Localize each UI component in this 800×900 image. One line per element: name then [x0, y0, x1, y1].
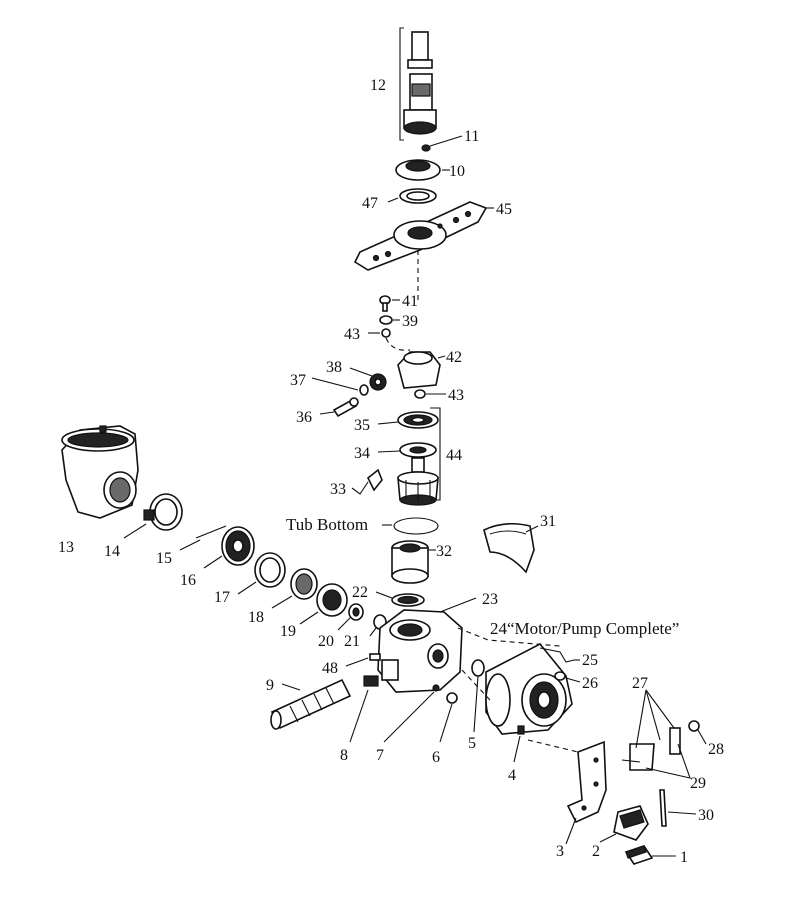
part-30-pin [659, 789, 697, 827]
part-45-spray-arm [353, 201, 494, 271]
callout-33: 33 [330, 481, 346, 498]
callout-43-lower: 43 [448, 387, 464, 404]
part-26-grommet [554, 671, 581, 683]
callout-17: 17 [214, 589, 230, 606]
callout-4: 4 [508, 767, 516, 784]
part-47-ring [387, 188, 437, 204]
part-20-nut [337, 603, 364, 631]
part-22-ring [375, 591, 425, 607]
tub-bottom-gasket [382, 517, 439, 535]
part-42-housing [397, 351, 446, 389]
part-19-impeller [299, 583, 348, 625]
callout-29: 29 [690, 775, 706, 792]
parts-41-39-43-stack [368, 295, 411, 351]
callout-18: 18 [248, 609, 264, 626]
callout-22: 22 [352, 584, 368, 601]
part-16-impeller-wheel [203, 526, 255, 569]
callout-15: 15 [156, 550, 172, 567]
callout-1: 1 [680, 849, 688, 866]
callout-7: 7 [376, 747, 384, 764]
part-12-tube-assembly [399, 27, 437, 141]
part-2-cover [599, 805, 649, 843]
part-28-nut [688, 720, 707, 745]
callout-24: 24 [490, 619, 508, 638]
part-14-clamp-ring [123, 493, 183, 539]
part-10-cap [395, 159, 450, 181]
callout-48: 48 [322, 660, 338, 677]
callout-44: 44 [446, 447, 462, 464]
callout-31: 31 [540, 513, 556, 530]
part-32-seal [391, 540, 436, 584]
callout-14: 14 [104, 543, 120, 560]
callout-43-upper: 43 [344, 326, 360, 343]
callout-19: 19 [280, 623, 296, 640]
callout-38: 38 [326, 359, 342, 376]
callout-9: 9 [266, 677, 274, 694]
part-25-wire-clip [539, 647, 580, 663]
motor-pump-complete-label: “Motor/Pump Complete” [507, 619, 679, 638]
callout-42: 42 [446, 349, 462, 366]
part-11-screw [421, 135, 463, 152]
callout-25: 25 [582, 652, 598, 669]
tub-bottom-label: Tub Bottom [286, 515, 368, 534]
part-36-bolt [319, 397, 359, 418]
callout-20: 20 [318, 633, 334, 650]
part-5-washer [471, 659, 485, 733]
callout-39: 39 [402, 313, 418, 330]
callout-30: 30 [698, 807, 714, 824]
callout-8: 8 [340, 747, 348, 764]
callout-23: 23 [482, 591, 498, 608]
part-48-screw [345, 653, 381, 667]
part-31-duct [483, 522, 539, 574]
callout-16: 16 [180, 572, 196, 589]
part-43-small-nut [414, 389, 446, 399]
callout-37: 37 [290, 372, 306, 389]
callout-3: 3 [556, 843, 564, 860]
callout-26: 26 [582, 675, 598, 692]
part-9-drain-hose [270, 678, 352, 730]
part-33-clip [351, 468, 383, 495]
callout-32: 32 [436, 543, 452, 560]
part-37-washer [311, 377, 369, 396]
part-4-screw [513, 725, 525, 763]
part-6-nut [439, 692, 458, 743]
callout-6: 6 [432, 749, 440, 766]
part-34-disc [377, 442, 437, 458]
callout-24-label: 24“Motor/Pump Complete” [490, 619, 679, 638]
part-8-spring [349, 675, 379, 743]
callout-35: 35 [354, 417, 370, 434]
part-27-bracket [621, 689, 675, 771]
part-3-mount-bracket [527, 739, 607, 845]
callout-47: 47 [362, 195, 378, 212]
callout-34: 34 [354, 445, 370, 462]
callout-36: 36 [296, 409, 312, 426]
callout-12: 12 [370, 77, 386, 94]
callout-10: 10 [449, 163, 465, 180]
callout-27: 27 [632, 675, 648, 692]
part-38-gear [349, 367, 387, 391]
part-1-block [624, 845, 676, 865]
part-18-ring [271, 568, 318, 609]
callout-41: 41 [402, 293, 418, 310]
part-35-bearing [377, 411, 439, 429]
part-17-ring [237, 552, 286, 595]
callout-13: 13 [58, 539, 74, 556]
callout-28: 28 [708, 741, 724, 758]
part-15-pin [179, 525, 227, 551]
part-23-pump-body [377, 597, 477, 693]
part-13-sump-housing [61, 425, 139, 519]
callout-45: 45 [496, 201, 512, 218]
callout-2: 2 [592, 843, 600, 860]
callout-11: 11 [464, 128, 479, 145]
part-29-spring-clips [645, 727, 691, 779]
part-44-filter-assembly [397, 407, 441, 506]
callout-21: 21 [344, 633, 360, 650]
callout-5: 5 [468, 735, 476, 752]
part-7-fastener [383, 684, 440, 743]
